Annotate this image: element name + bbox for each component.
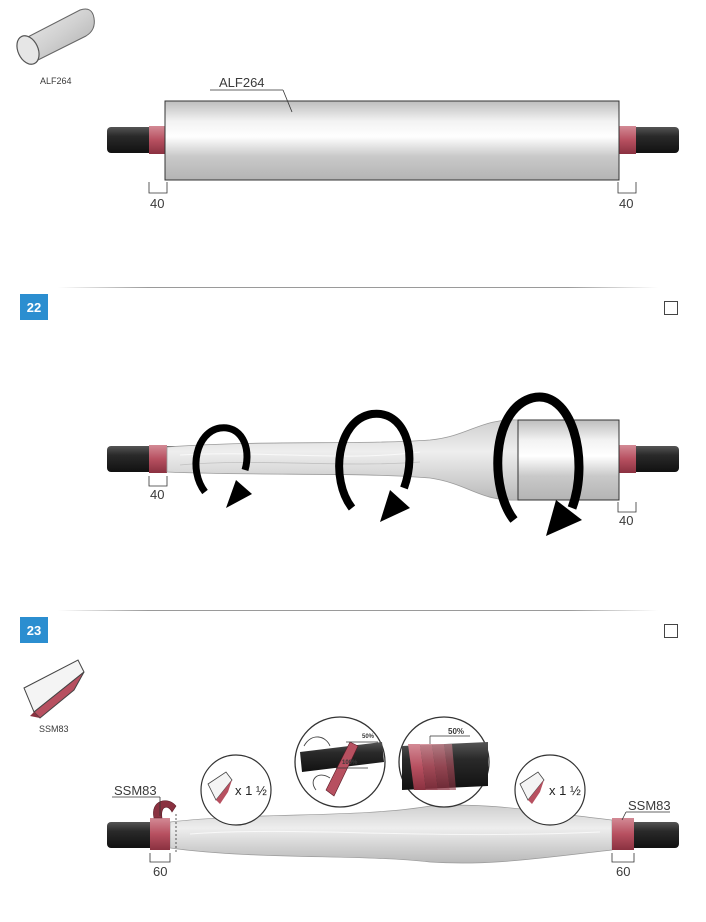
dimension-left: 40 <box>150 196 165 211</box>
step22-checkbox[interactable] <box>664 301 678 315</box>
wrap-count-right: x 1 ½ <box>549 783 581 798</box>
alf264-icon-label: ALF264 <box>40 76 72 86</box>
dimension-right: 60 <box>616 864 631 879</box>
section-divider <box>58 610 658 611</box>
step23-cable-assembly <box>107 796 679 864</box>
wrap-count-left: x 1 ½ <box>235 783 267 798</box>
overlap-detail-wrap <box>398 716 490 808</box>
overlap-label-small: 50% <box>362 734 375 740</box>
step22-cable-assembly <box>107 419 679 513</box>
dimension-left: 40 <box>150 487 165 502</box>
ssm83-label-left: SSM83 <box>114 783 157 798</box>
step-number-badge: 22 <box>20 294 48 320</box>
top-cable-assembly <box>107 89 679 194</box>
rotation-arrow-icon <box>493 392 584 536</box>
wrap-detail-circle-right <box>514 754 586 826</box>
ssm83-label-right: SSM83 <box>628 798 671 813</box>
rotation-arrow-icon <box>192 424 252 508</box>
overlap-label-big: 50% <box>448 727 465 736</box>
step-number-badge: 23 <box>20 617 48 643</box>
alf264-part-label: ALF264 <box>219 75 265 90</box>
section-divider <box>58 287 658 288</box>
ssm83-icon-label: SSM83 <box>39 724 69 734</box>
wrap-detail-circle-left <box>200 754 272 826</box>
step23-checkbox[interactable] <box>664 624 678 638</box>
dimension-left: 60 <box>153 864 168 879</box>
overlap-label-full: 100% <box>342 760 358 766</box>
rotation-arrow-icon <box>335 409 414 522</box>
dimension-right: 40 <box>619 196 634 211</box>
overlap-detail-hand <box>294 716 386 808</box>
ssm83-tape-icon <box>23 659 85 719</box>
dimension-right: 40 <box>619 513 634 528</box>
alf264-tube-icon <box>16 8 95 65</box>
